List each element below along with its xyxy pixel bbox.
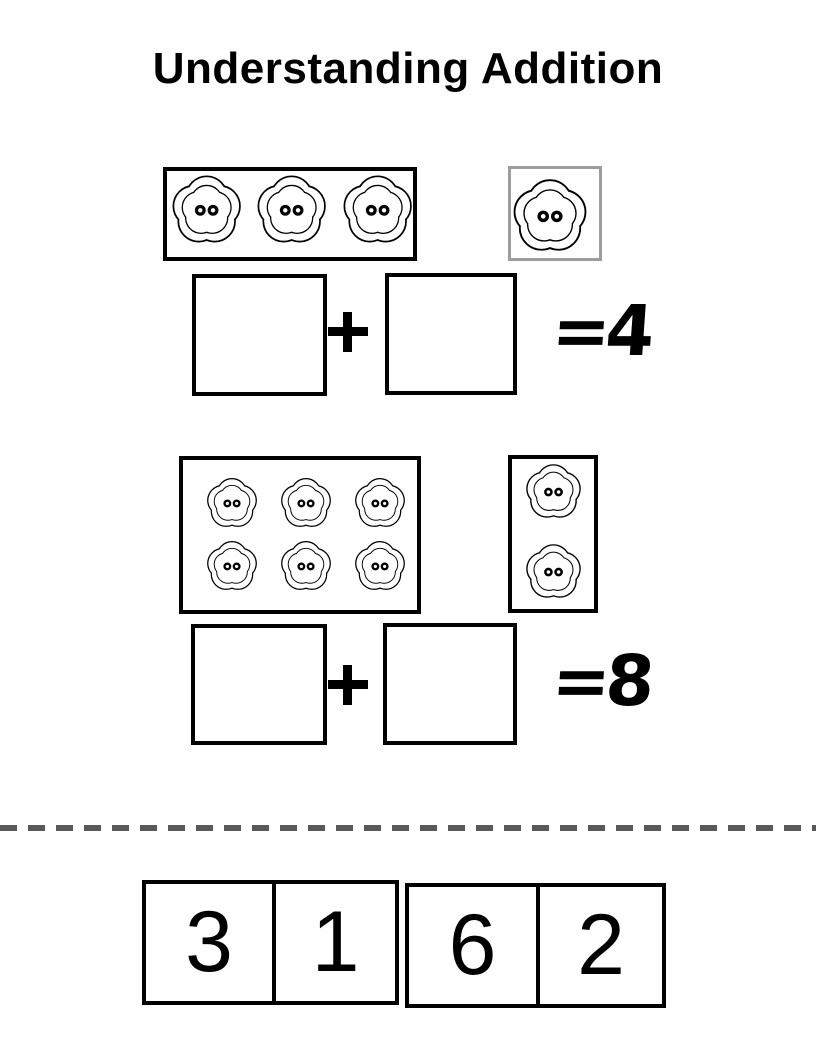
problem2-plus-label: + [328, 665, 329, 666]
flower-button-icon [525, 464, 581, 518]
problem1-plus-sign: + [328, 312, 368, 352]
problem1-plus-label: + [328, 312, 329, 313]
problem1-group-b-box [508, 166, 602, 261]
flower-button-icon [525, 544, 581, 598]
flower-button-icon [207, 541, 257, 590]
problem2-addend-b-blank[interactable] [383, 623, 517, 745]
flower-button-icon [343, 175, 412, 243]
problem2-addend-a-blank[interactable] [191, 624, 327, 745]
flower-button-icon [257, 175, 327, 243]
flower-button-icon [172, 175, 241, 243]
problem2-plus-sign: + [328, 665, 368, 705]
problem2-equals-result: =8 [549, 640, 653, 722]
problem1-group-a-box [163, 167, 417, 261]
answer-tile-3[interactable]: 3 [142, 880, 276, 1005]
problem2-group-a-box [179, 456, 421, 614]
flower-button-icon [207, 478, 257, 527]
problem2-group-b-box [508, 455, 598, 613]
flower-button-icon [355, 541, 405, 590]
flower-button-icon [513, 179, 587, 251]
problem1-equals-result: =4 [549, 290, 653, 372]
cut-line-dashed-separator [0, 825, 816, 831]
answer-tile-pair-left: 3 1 [142, 880, 399, 1005]
answer-tile-2[interactable]: 2 [536, 883, 666, 1008]
answer-tile-6[interactable]: 6 [405, 883, 540, 1008]
problem1-addend-a-blank[interactable] [192, 274, 327, 396]
answer-tile-1[interactable]: 1 [272, 880, 399, 1005]
flower-button-icon [281, 541, 331, 590]
flower-button-icon [355, 478, 405, 527]
answer-tile-pair-right: 6 2 [405, 883, 666, 1008]
flower-button-icon [281, 478, 331, 527]
page-title: Understanding Addition [152, 44, 664, 93]
problem1-addend-b-blank[interactable] [385, 273, 517, 395]
